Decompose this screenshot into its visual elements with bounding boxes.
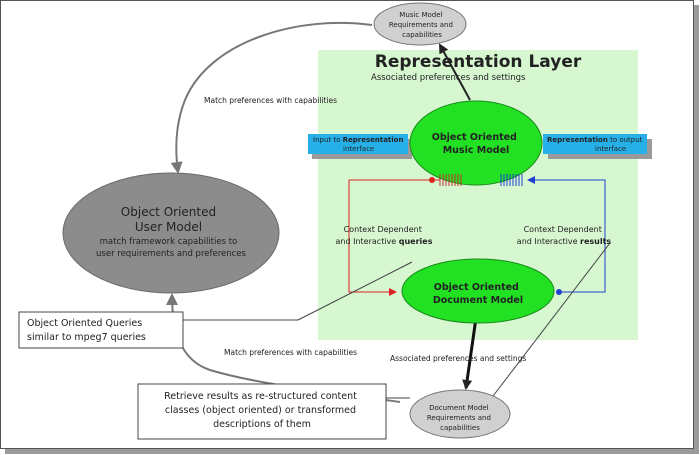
user-model-line1: Object Oriented [121, 205, 216, 219]
match-bottom-label: Match preferences with capabilities [224, 348, 357, 357]
object-oriented-music-model-node [409, 100, 543, 186]
assoc-bottom-label: Associated preferences and settings [390, 354, 526, 363]
results-pointer-line [489, 242, 611, 401]
user-model-line3: match framework capabilities to [100, 237, 238, 247]
svg-text:Retrieve results as re-structu: Retrieve results as re-structured conten… [164, 391, 360, 430]
music-model-line1: Object Oriented [432, 132, 517, 143]
doc-req-line1: Document Model [429, 404, 489, 412]
doc-req-line3: capabilities [440, 424, 480, 432]
svg-text:Context Dependent and Inte: Context Dependent and Interactive querie… [336, 225, 433, 246]
results-callout-line2: classes (object oriented) or transformed [165, 405, 356, 416]
query-dot [429, 177, 435, 183]
music-req-line3: capabilities [402, 31, 442, 39]
document-model-requirements-node [409, 389, 511, 439]
doc-to-req-arrow [462, 317, 478, 390]
user-model-line2: User Model [135, 220, 202, 234]
results-callout-box [137, 383, 387, 440]
music-model-input-ports [439, 174, 462, 186]
output-interface-line2: interface [595, 145, 626, 153]
music-req-line1: Music Model [399, 11, 442, 19]
music-to-req-arrow [439, 43, 471, 101]
queries-pointer-line-2 [297, 261, 413, 321]
context-right-line2b: results [580, 237, 611, 246]
output-interface-bar [543, 134, 647, 154]
input-interface-bar [308, 134, 408, 154]
input-interface-pre: Input to [313, 136, 343, 144]
music-model-requirements-node [373, 2, 467, 46]
svg-text:Music Model Requirements a: Music Model Requirements and capabilitie… [389, 11, 455, 39]
layer-subtitle: Associated preferences and settings [371, 73, 526, 83]
output-interface-bold: Representation [547, 136, 608, 144]
svg-text:Object Oriented Queries si: Object Oriented Queries similar to mpeg7… [27, 318, 146, 343]
svg-text:Object Oriented Music Mode: Object Oriented Music Model [432, 132, 520, 156]
match-top-label: Match preferences with capabilities [204, 96, 337, 105]
svg-text:Context Dependent and Inte: Context Dependent and Interactive result… [517, 225, 612, 246]
context-left-line1: Context Dependent [344, 225, 422, 234]
svg-text:Representation to output i: Representation to output interface [547, 136, 645, 153]
input-interface-line2: interface [343, 145, 374, 153]
results-callout-line1: Retrieve results as re-structured conten… [164, 391, 357, 402]
result-connector [527, 176, 606, 293]
svg-text:Object Oriented Document M: Object Oriented Document Model [433, 282, 523, 306]
queries-callout-line1: Object Oriented Queries [27, 318, 142, 329]
context-left-line2b: queries [399, 237, 433, 246]
music-req-line2: Requirements and [389, 21, 453, 29]
context-right-line1: Context Dependent [524, 225, 602, 234]
layer-title: Representation Layer [375, 52, 582, 72]
music-model-line2: Music Model [443, 145, 510, 156]
query-connector [348, 179, 440, 296]
match-arc-top-arrow [170, 21, 373, 174]
queries-callout-box [18, 311, 184, 349]
object-oriented-document-model-node [401, 258, 555, 324]
output-interface-post: to output [608, 136, 643, 144]
svg-text:Document Model Requirement: Document Model Requirements and capabili… [427, 404, 493, 432]
object-oriented-user-model-node [62, 172, 280, 294]
context-left-line2a: and Interactive [336, 237, 399, 246]
context-right-line2a: and Interactive [517, 237, 580, 246]
doc-req-line2: Requirements and [427, 414, 491, 422]
doc-model-line1: Object Oriented [434, 282, 519, 293]
music-model-output-ports [500, 174, 523, 186]
svg-text:Object Oriented User Model: Object Oriented User Model match framewo… [96, 201, 246, 259]
queries-callout-line2: similar to mpeg7 queries [27, 332, 146, 343]
input-interface-bold: Representation [343, 136, 404, 144]
results-callout-line3: descriptions of them [213, 419, 311, 430]
doc-model-line2: Document Model [433, 295, 523, 306]
user-model-line4: user requirements and preferences [96, 249, 246, 259]
result-dot [556, 289, 562, 295]
svg-text:Input to Representation in: Input to Representation interface [313, 136, 406, 153]
